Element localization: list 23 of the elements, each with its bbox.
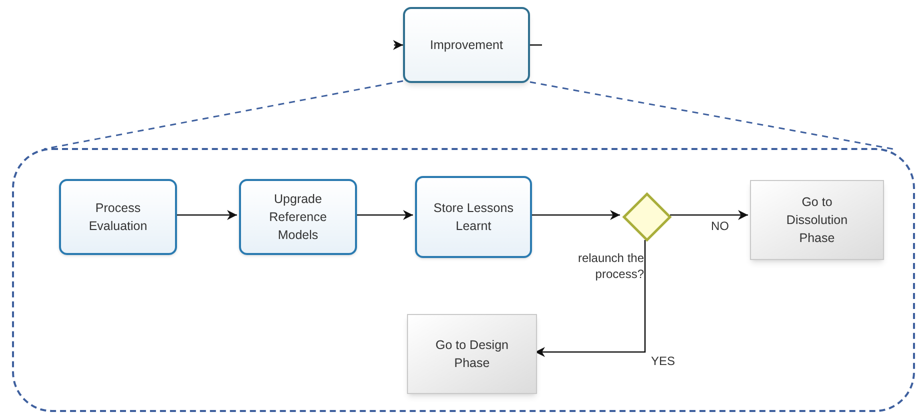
task-label: Process Evaluation [88,200,148,235]
task-label: Upgrade Reference Models [268,191,328,244]
task-label: Go to Design Phase [434,337,510,372]
arrow [393,40,403,50]
task-box [415,176,532,258]
arrow [175,210,237,220]
task-label: Store Lessons Learnt [432,200,514,235]
task-box [59,179,177,255]
arrow [535,240,646,357]
decision-diamond [622,192,672,242]
arrow [670,210,748,220]
task-box [750,180,884,260]
arrow [355,210,413,220]
task-box [407,314,537,394]
expanded-subprocess-region [12,148,915,412]
dashed-expansion-line [44,80,404,150]
subprocess-box [403,7,530,83]
decision-label: relaunch the process? [576,250,644,282]
arrow [530,210,620,220]
task-label: Improvement [429,37,504,54]
task-box [239,179,357,255]
task-label: Go to Dissolution Phase [785,194,849,247]
dashed-expansion-line [530,81,894,150]
